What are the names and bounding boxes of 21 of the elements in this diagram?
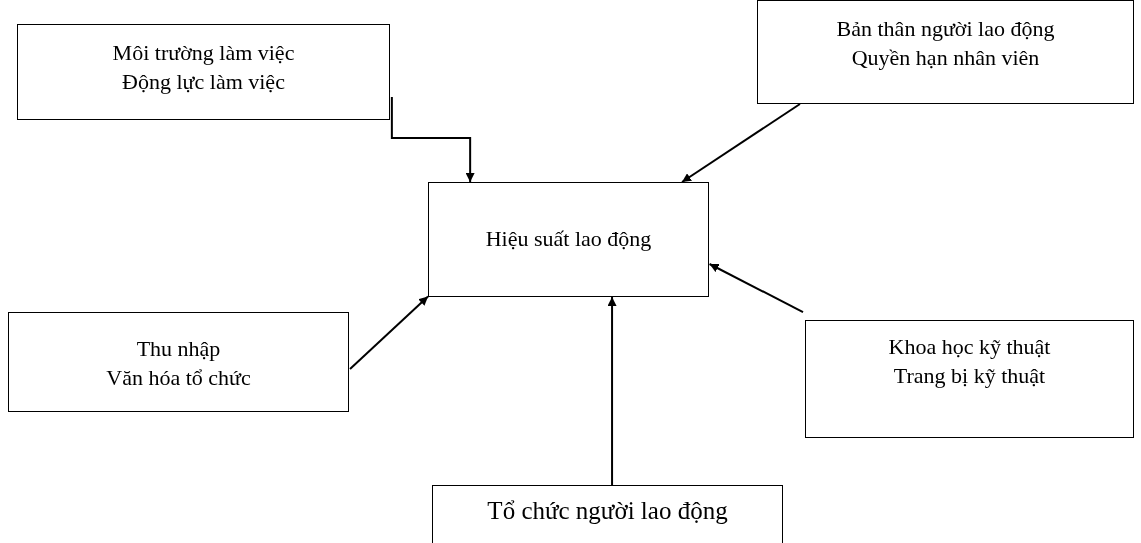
arrow bbox=[390, 95, 475, 183]
box-text: Văn hóa tổ chức bbox=[106, 363, 251, 392]
factor-box bbox=[757, 0, 1134, 104]
box-text: Trang bị kỹ thuật bbox=[893, 361, 1046, 390]
factor-box bbox=[17, 24, 390, 120]
factor-box bbox=[432, 485, 783, 543]
box-text: Động lực làm việc bbox=[122, 67, 285, 96]
factor-box bbox=[428, 182, 709, 297]
box-text: Khoa học kỹ thuật bbox=[888, 333, 1051, 361]
box-text: Tổ chức người lao động bbox=[487, 496, 728, 526]
arrow bbox=[607, 296, 617, 486]
arrow bbox=[349, 295, 429, 370]
arrow bbox=[681, 103, 801, 183]
box-text: Hiệu suất lao động bbox=[485, 225, 652, 254]
box-text: Bản thân người lao động bbox=[836, 15, 1055, 43]
box-text: Quyền hạn nhân viên bbox=[851, 43, 1040, 72]
factor-box bbox=[805, 320, 1134, 438]
box-text: Thu nhập bbox=[136, 335, 221, 363]
arrow bbox=[708, 263, 805, 314]
box-text: Môi trường làm việc bbox=[112, 39, 295, 67]
factor-box bbox=[8, 312, 349, 412]
